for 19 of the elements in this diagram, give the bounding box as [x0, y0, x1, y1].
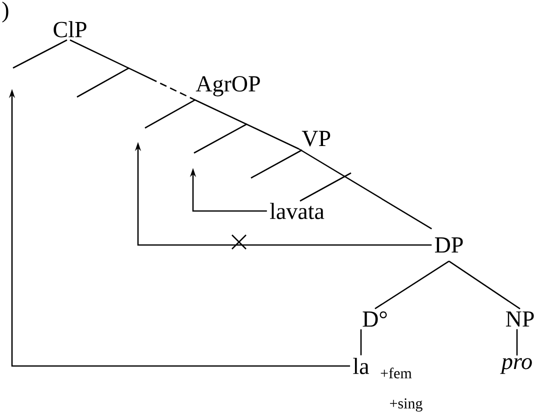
tree-branch [192, 98, 300, 150]
category-label: AgrOP [196, 76, 260, 96]
tree-branch [70, 39, 194, 100]
tree-branch [298, 148, 432, 230]
category-label: DP [434, 237, 463, 253]
category-label: VP [302, 130, 330, 146]
feature-label: +sing [390, 398, 422, 412]
word-label: lavata [270, 202, 324, 220]
word-label: la [353, 358, 369, 374]
tree-branch [516, 329, 518, 356]
category-label: NP [506, 311, 534, 327]
tree-branch [448, 260, 520, 310]
tree-branch [360, 329, 362, 356]
category-label: D° [362, 311, 387, 327]
parenthesis: ) [2, 2, 8, 22]
word-label: pro [500, 358, 532, 374]
category-label: ClP [54, 21, 86, 38]
tree-branch [374, 260, 450, 310]
feature-label: +fem [380, 368, 412, 378]
